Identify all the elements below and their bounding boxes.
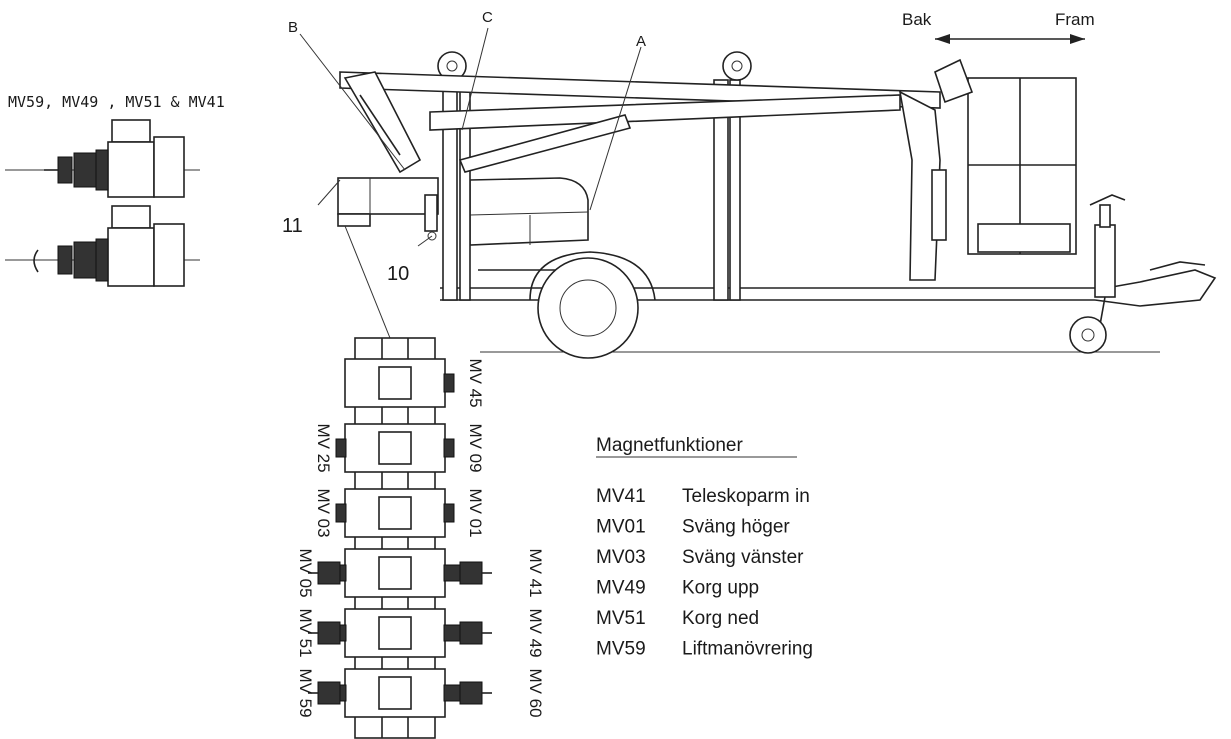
solenoid-coil-right bbox=[459, 681, 483, 705]
legend-code: MV59 bbox=[596, 639, 646, 660]
valve-label-right: MV 41 bbox=[526, 548, 545, 597]
label-11: 11 bbox=[282, 215, 303, 237]
label-b: B bbox=[288, 19, 298, 36]
legend-description: Korg upp bbox=[682, 578, 759, 599]
solenoid-stem-right bbox=[443, 564, 461, 582]
legend-code: MV51 bbox=[596, 608, 646, 629]
valve-symbol bbox=[378, 676, 412, 710]
legend-description: Korg ned bbox=[682, 608, 759, 629]
valve-label-right: MV 60 bbox=[526, 668, 545, 717]
legend-code: MV49 bbox=[596, 578, 646, 599]
solenoid-detail-top bbox=[5, 119, 200, 198]
legend-code: MV03 bbox=[596, 547, 646, 568]
boom-lift-drawing bbox=[299, 27, 1217, 359]
legend-code: MV41 bbox=[596, 486, 646, 507]
solenoid-coil-right bbox=[459, 621, 483, 645]
solenoid-cap-left bbox=[335, 438, 347, 458]
legend-description: Sväng höger bbox=[682, 517, 790, 538]
valve-symbol bbox=[378, 366, 412, 400]
solenoid-cap-right bbox=[443, 503, 455, 523]
label-10: 10 bbox=[387, 263, 409, 285]
solenoid-cap-right bbox=[443, 373, 455, 393]
valve-label-left: MV 03 bbox=[314, 488, 333, 537]
solenoid-cap-left bbox=[335, 503, 347, 523]
solenoid-coil-left bbox=[317, 681, 341, 705]
valve-label-right: MV 09 bbox=[466, 423, 485, 472]
solenoid-coil-left bbox=[317, 621, 341, 645]
solenoid-stem-left bbox=[339, 624, 347, 642]
legend-description: Liftmanövrering bbox=[682, 639, 813, 660]
valve-label-left: MV 25 bbox=[314, 423, 333, 472]
solenoid-cap-right bbox=[443, 438, 455, 458]
label-bak: Bak bbox=[902, 10, 932, 29]
solenoid-detail-bottom bbox=[5, 205, 200, 287]
valve-label-right: MV 49 bbox=[526, 608, 545, 657]
valve-label-right: MV 01 bbox=[466, 488, 485, 537]
legend-code: MV01 bbox=[596, 517, 646, 538]
solenoid-stem-left bbox=[339, 564, 347, 582]
label-c: C bbox=[482, 9, 493, 26]
solenoid-stem-left bbox=[339, 684, 347, 702]
solenoid-coil-left bbox=[317, 561, 341, 585]
valve-label-right: MV 45 bbox=[466, 358, 485, 407]
label-fram: Fram bbox=[1055, 10, 1095, 29]
valve-symbol bbox=[378, 616, 412, 650]
label-a: A bbox=[636, 33, 646, 50]
solenoid-stem-right bbox=[443, 684, 461, 702]
legend-description: Teleskoparm in bbox=[682, 486, 810, 507]
valve-label-left: MV 51 bbox=[296, 608, 315, 657]
valve-symbol bbox=[378, 556, 412, 590]
valve-label-left: MV 59 bbox=[296, 668, 315, 717]
legend-description: Sväng vänster bbox=[682, 547, 804, 568]
solenoid-stem-right bbox=[443, 624, 461, 642]
legend-title: Magnetfunktioner bbox=[596, 435, 743, 456]
valve-label-left: MV 05 bbox=[296, 548, 315, 597]
valve-symbol bbox=[378, 496, 412, 530]
solenoid-coil-right bbox=[459, 561, 483, 585]
valve-symbol bbox=[378, 431, 412, 465]
valve-group-label: MV59, MV49 , MV51 & MV41 bbox=[8, 93, 225, 111]
